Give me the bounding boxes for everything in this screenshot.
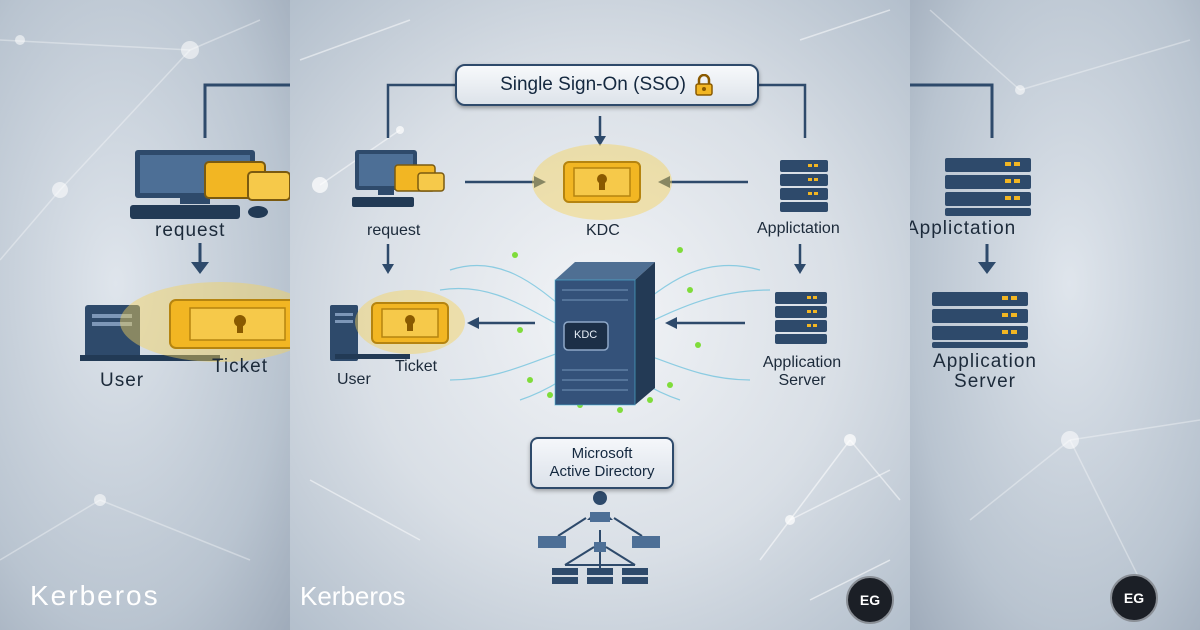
right-application-server-icon [932,292,1028,348]
left-ticket-label: Ticket [212,356,268,377]
application-server-icon [775,292,827,344]
left-request-label: request [155,220,226,241]
user-ticket-icon [371,302,449,344]
kdc-server-icon [554,262,655,406]
user-label: User [337,371,371,388]
right-eg-logo: EG [1110,574,1158,622]
kdc-ticket-icon [563,161,641,203]
application-label: Applictation [757,220,840,237]
left-envelope-icon [204,161,290,201]
application-server-label-line1: Application [762,354,842,371]
right-application-server-line1: Application [933,351,1037,372]
left-kerberos-title: Kerberos [30,580,160,611]
sso-label: Single Sign-On (SSO) [500,74,686,95]
right-network-background [910,9,1200,605]
kdc-server-label: KDC [574,329,598,341]
application-server-label: Application Server [755,354,849,390]
org-chart-icon [538,491,660,584]
right-application-server-stack-icon [945,158,1031,216]
main-diagram-panel: Single Sign-On (SSO) request KDC Applict… [290,0,910,630]
right-application-server-line2: Server [954,371,1016,392]
sso-box: Single Sign-On (SSO) [455,64,759,106]
left-network-background [0,19,290,561]
left-user-label: User [100,370,145,391]
application-server-stack-icon [780,160,828,212]
application-server-label-line2: Server [778,372,826,389]
active-directory-box: Microsoft Active Directory [530,437,674,489]
kerberos-title: Kerberos [300,581,406,611]
ad-label-line1: Microsoft [571,445,633,462]
ticket-label: Ticket [395,358,438,375]
eg-logo: EG [846,576,894,624]
left-side-panel: request User Ticket Kerberos [0,0,290,630]
request-envelope-icon [394,164,445,192]
lock-icon [695,74,713,96]
diagram-canvas [299,9,901,601]
left-ticket-icon [169,299,290,349]
left-user-tower-icon [80,305,220,361]
right-application-label: Applictation [910,218,1017,239]
kdc-label: KDC [586,222,620,239]
request-label: request [367,222,421,239]
user-computer-tower-icon [330,305,410,361]
right-application-server-label: Application Server [910,352,1060,392]
ad-label-line2: Active Directory [549,463,655,480]
right-side-panel: Applictation Application Server EG [910,0,1200,630]
